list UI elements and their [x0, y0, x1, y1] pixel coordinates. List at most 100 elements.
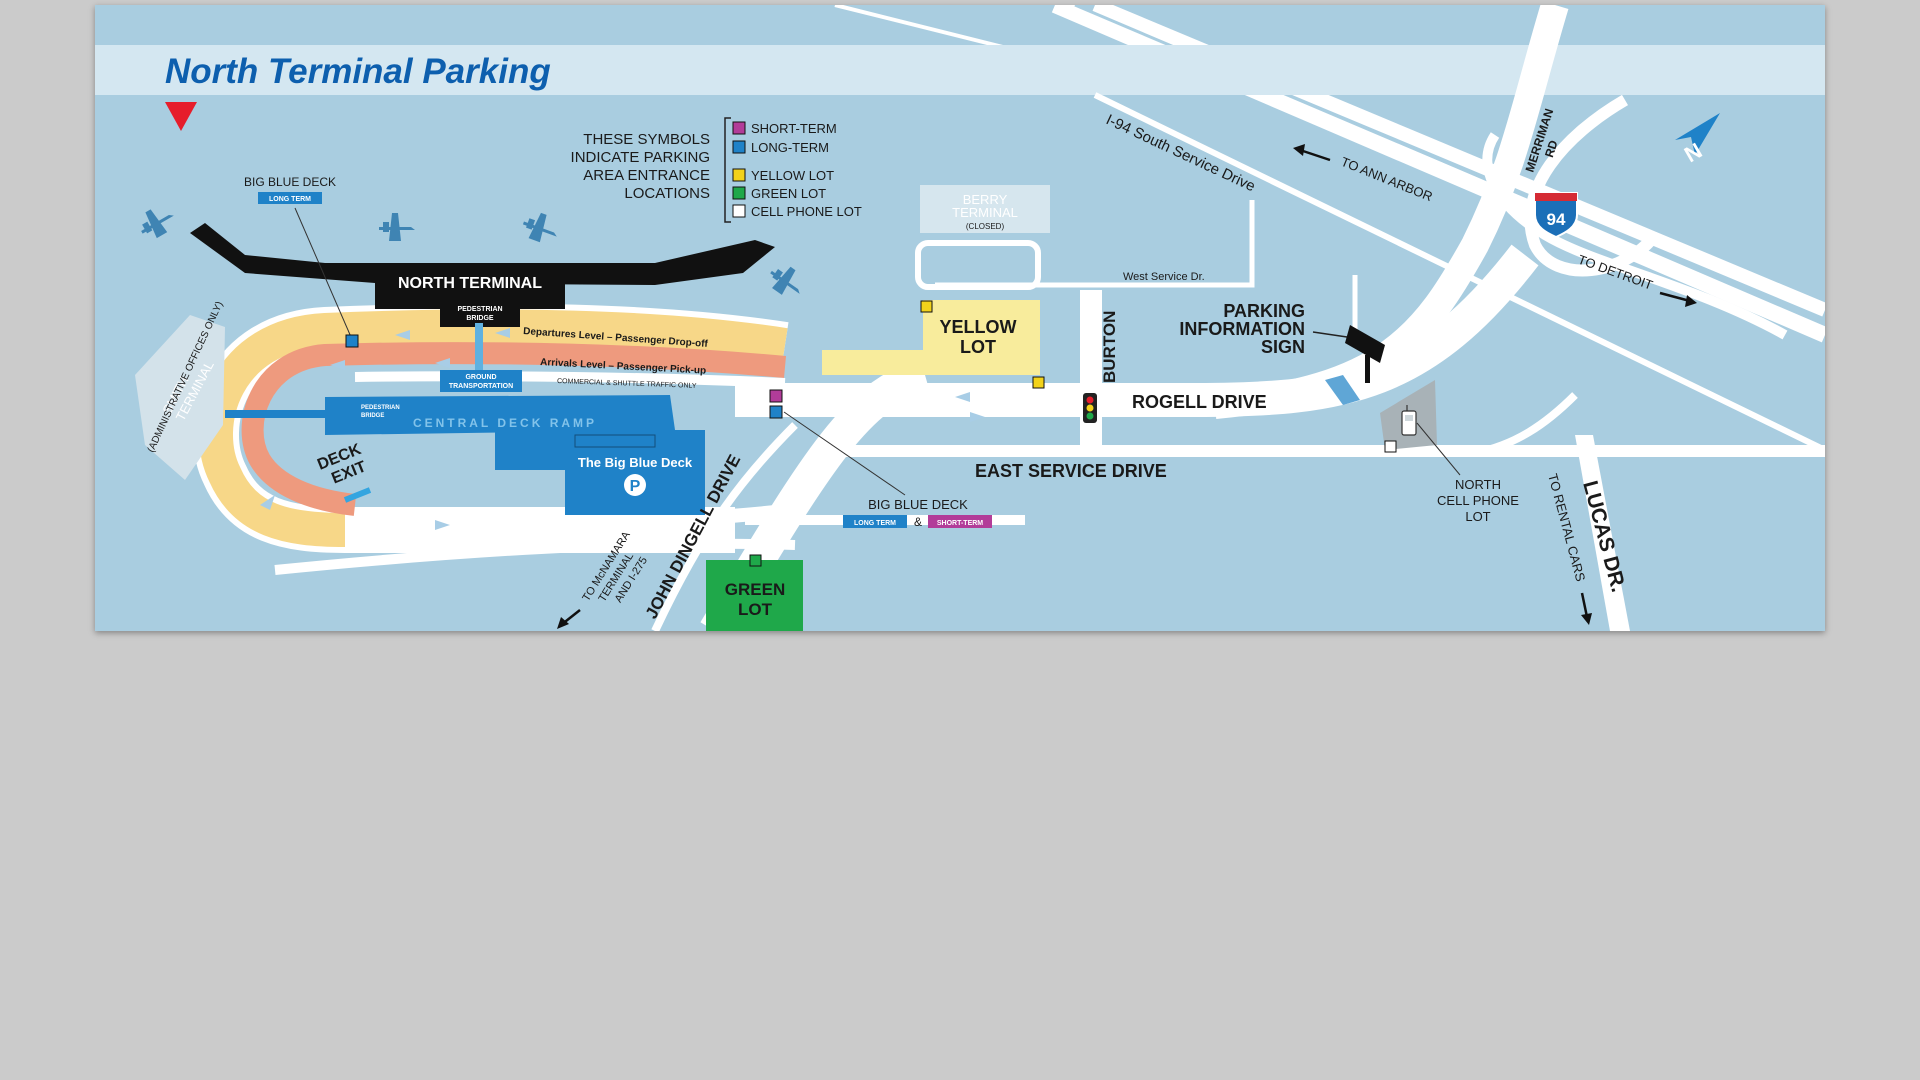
pedestrian-bridge: [475, 323, 483, 383]
east-service-connector: [1474, 392, 1578, 457]
sign-shadow: [1325, 375, 1360, 405]
callout-line-bottom: [783, 411, 906, 496]
yellow-lot-label-2: LOT: [960, 337, 996, 357]
you-are-here-marker: [165, 102, 197, 131]
north-terminal-label: NORTH TERMINAL: [398, 275, 542, 292]
parking-symbol: P: [630, 478, 641, 495]
north-arrow-icon: [1675, 113, 1720, 155]
green-lot: [706, 560, 803, 631]
yellow-lot-entrance-marker-1: [920, 300, 933, 313]
parking-info-sign-label-3: SIGN: [1261, 337, 1305, 357]
central-deck-ramp-label: CENTRAL DECK RAMP: [413, 416, 597, 430]
long-term-badge-top: [258, 192, 322, 204]
info-sign-icon: [1345, 325, 1385, 383]
ground-transportation-label-2: TRANSPORTATION: [449, 383, 513, 390]
legend-swatch-short-term: [732, 121, 746, 135]
yellow-lot: [822, 300, 1040, 375]
rogell-drive-label: ROGELL DRIVE: [1132, 392, 1267, 412]
burton-road: [1080, 290, 1102, 450]
north-cell-phone-lot-label-3: LOT: [1465, 509, 1490, 524]
terminal-parking-map: North Terminal Parking SMITH TERMINAL (A…: [95, 5, 1825, 631]
airplane-icon: [770, 266, 800, 295]
side-pedestrian-bridge: [225, 410, 325, 418]
big-blue-deck-name: The Big Blue Deck: [578, 455, 693, 470]
long-term-badge-bottom-label: LONG TERM: [854, 520, 896, 527]
legend-item-long-term: LONG-TERM: [751, 140, 829, 155]
i94-south-service-drive: [1093, 92, 1825, 453]
green-lot-entrance-marker: [749, 554, 762, 567]
berry-loop-road: [915, 240, 1041, 290]
short-term-entrance-marker: [769, 389, 783, 403]
callout-line-top: [294, 207, 352, 338]
traffic-light-icon: [1083, 393, 1097, 423]
legend-swatch-long-term: [732, 140, 746, 154]
map-canvas: North Terminal Parking SMITH TERMINAL (A…: [95, 5, 1825, 631]
legend-swatch-green-lot: [732, 186, 746, 200]
cell-phone-icon: [1401, 405, 1417, 436]
green-lot-label-2: LOT: [738, 600, 773, 619]
commercial-label: COMMERCIAL & SHUTTLE TRAFFIC ONLY: [557, 378, 697, 390]
arrow-east-icon: [1659, 291, 1697, 307]
merriman-rd-label-2: RD: [1542, 138, 1561, 159]
long-term-badge-bottom: [843, 515, 907, 528]
legend-swatch-yellow-lot: [732, 168, 746, 182]
legend-item-green-lot: GREEN LOT: [751, 186, 826, 201]
parking-p-icon: [624, 474, 646, 496]
big-blue-deck-bottom-label: BIG BLUE DECK: [868, 497, 968, 512]
pedestrian-bridge-top-label-2: BRIDGE: [466, 315, 494, 322]
north-cell-phone-lot-label-2: CELL PHONE: [1437, 493, 1519, 508]
long-term-entrance-marker-rogell: [769, 405, 783, 419]
pedestrian-bridge-side-label-1: PEDESTRIAN: [361, 405, 400, 411]
arrow-southwest-icon: [557, 609, 581, 629]
east-service-drive: [815, 445, 1825, 457]
yellow-lot-label-1: YELLOW: [940, 317, 1017, 337]
green-lot-label-1: GREEN: [725, 580, 785, 599]
short-term-badge-bottom-label: SHORT-TERM: [937, 520, 983, 527]
interstate-number: 94: [1547, 210, 1566, 229]
legend-swatch-cell-phone-lot: [732, 204, 746, 218]
parking-info-sign-callout: [1312, 331, 1348, 338]
legend-intro-2: INDICATE PARKING: [571, 149, 710, 166]
legend-intro-1: THESE SYMBOLS: [583, 131, 710, 148]
big-blue-deck-structure: [325, 395, 705, 515]
berry-closed-label: (CLOSED): [966, 222, 1005, 231]
legend-item-short-term: SHORT-TERM: [751, 121, 837, 136]
big-blue-deck-top-label: BIG BLUE DECK: [244, 175, 336, 189]
airplane-icons: [141, 209, 800, 295]
airplane-icon: [379, 213, 415, 241]
legend-item-cell-phone-lot: CELL PHONE LOT: [751, 204, 862, 219]
arrow-south-icon: [1580, 592, 1592, 625]
north-cell-phone-lot-label-1: NORTH: [1455, 477, 1501, 492]
pedestrian-bridge-top-label-1: PEDESTRIAN: [457, 306, 502, 313]
long-term-entrance-marker: [345, 334, 359, 348]
lucas-drive: [1575, 435, 1630, 631]
rogell-drive: [735, 244, 1539, 417]
smith-terminal: [135, 315, 225, 480]
berry-terminal-label-1: BERRY: [963, 192, 1008, 207]
pedestrian-bridge-side-label-2: BRIDGE: [361, 413, 384, 419]
interstate-shield-icon: [1534, 192, 1578, 239]
burton-label: BURTON: [1100, 311, 1119, 383]
cell-phone-lot-entrance-marker: [1384, 440, 1397, 453]
ground-transportation-label-1: GROUND: [465, 374, 496, 381]
parking-info-sign-label-1: PARKING: [1223, 301, 1305, 321]
i94-south-label: I-94 South Service Drive: [1103, 111, 1258, 195]
svg-text:DECK EXIT: DECK EXIT: [315, 439, 374, 490]
terminal-loop: [193, 303, 789, 553]
west-service-drive: [935, 200, 1255, 288]
map-title: North Terminal Parking: [165, 52, 551, 91]
airplane-icon: [141, 209, 174, 239]
west-service-dr-label: West Service Dr.: [1123, 271, 1205, 283]
long-term-badge-top-label: LONG TERM: [269, 196, 311, 203]
berry-terminal: [920, 185, 1050, 233]
legend-item-yellow-lot: YELLOW LOT: [751, 168, 834, 183]
cell-phone-callout: [1416, 422, 1461, 476]
north-terminal-building: [190, 223, 775, 327]
berry-terminal-label-2: TERMINAL: [952, 205, 1018, 220]
ampersand-label: &: [914, 515, 922, 529]
arrow-west-icon: [1293, 144, 1331, 162]
ground-transportation-area: [440, 370, 522, 392]
east-service-drive-label: EAST SERVICE DRIVE: [975, 461, 1167, 481]
parking-info-sign-label-2: INFORMATION: [1179, 319, 1305, 339]
legend: THESE SYMBOLS INDICATE PARKING AREA ENTR…: [571, 117, 862, 223]
